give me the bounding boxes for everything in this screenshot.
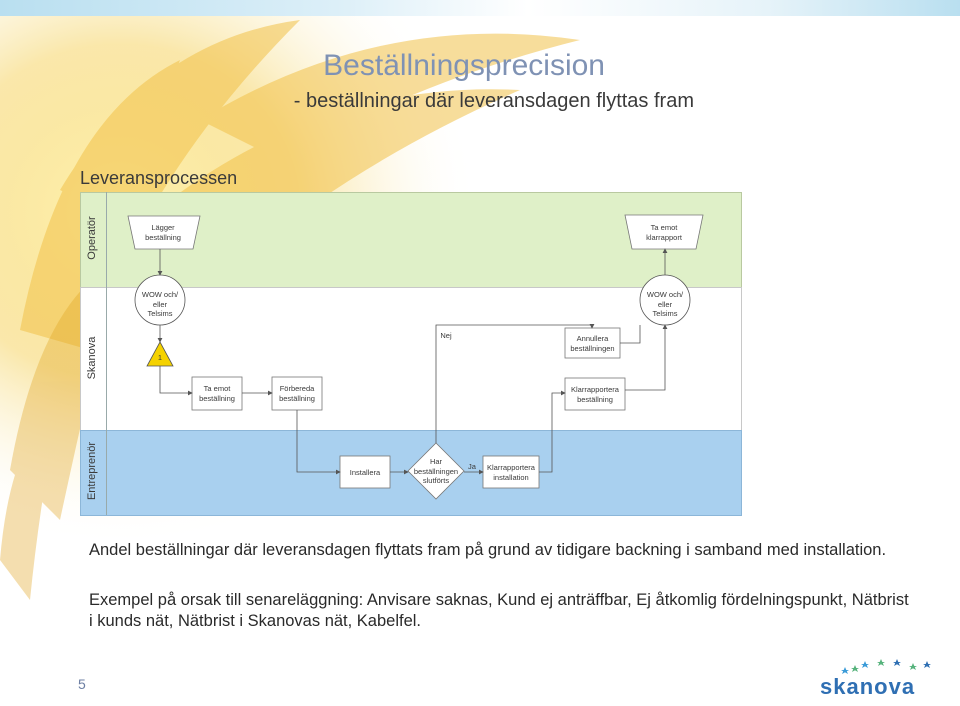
node-har-slutforts-diamond	[407, 442, 465, 500]
label-har-slutforts: Har beställningen slutförts	[413, 457, 459, 485]
label-lagger-bestallning: Lägger beställning	[145, 223, 181, 242]
section-heading: Leveransprocessen	[80, 168, 238, 188]
label-installera: Installera	[349, 468, 381, 477]
node-ta-emot-bestallning	[191, 376, 243, 411]
skanova-logo: skanova	[812, 652, 940, 704]
body-paragraph-2: Exempel på orsak till senareläggning: An…	[89, 591, 909, 630]
top-decorative-bar	[0, 0, 960, 16]
node-klarrapportera-installation	[482, 455, 540, 489]
page-subtitle: - beställningar där leveransdagen flytta…	[293, 90, 694, 112]
label-klarrapportera-bestallning: Klarrapportera beställning	[571, 385, 619, 404]
logo-stars-icon	[841, 659, 931, 674]
label-wow-right: WOW och/ eller Telsims	[646, 290, 684, 318]
page-title: Beställningsprecision	[323, 49, 605, 82]
page-number: 5	[78, 676, 86, 692]
lane-header-column	[80, 192, 107, 515]
label-step1: 1	[157, 353, 163, 362]
label-wow-left: WOW och/ eller Telsims	[141, 290, 179, 318]
node-lagger-bestallning	[127, 215, 201, 250]
node-forbereda-bestallning	[271, 376, 323, 411]
body-paragraph-1: Andel beställningar där leveransdagen fl…	[89, 541, 887, 559]
logo-wordmark: skanova	[820, 674, 916, 699]
label-annullera: Annullera beställningen	[570, 334, 615, 353]
label-ja: Ja	[468, 462, 476, 471]
label-forbereda-bestallning: Förbereda beställning	[279, 384, 315, 403]
lane-skanova	[80, 287, 742, 431]
label-ta-emot-klarrapport: Ta emot klarrapport	[646, 223, 682, 242]
label-nej: Nej	[440, 331, 452, 340]
node-ta-emot-klarrapport	[624, 214, 704, 250]
label-klarrapportera-installation: Klarrapportera installation	[487, 463, 535, 482]
label-ta-emot-bestallning: Ta emot beställning	[199, 384, 235, 403]
